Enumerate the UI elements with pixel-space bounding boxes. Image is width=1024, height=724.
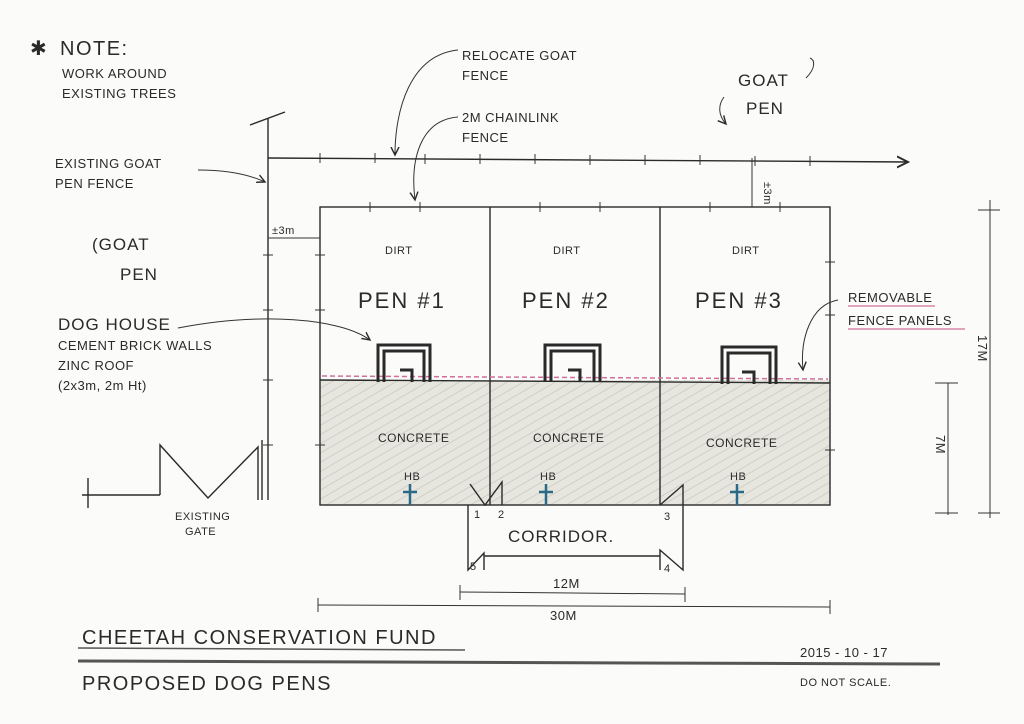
gate-number-1: 1 (474, 509, 481, 521)
corridor (467, 479, 684, 572)
dog-house-label: DOG HOUSE (58, 315, 171, 334)
removable-panels-label-2: FENCE PANELS (848, 313, 952, 328)
pen-2-concrete: CONCRETE (533, 431, 604, 445)
removable-panels-label: REMOVABLE (848, 290, 932, 305)
pen-2-hose-bib: HB (540, 471, 556, 483)
pen-1-hose-bib: HB (404, 471, 420, 483)
goat-pen-label-left: (GOAT (92, 235, 150, 254)
note-line-2: EXISTING TREES (62, 86, 176, 101)
dog-house-1 (376, 343, 432, 382)
gate-number-2: 2 (498, 509, 505, 521)
relocate-fence-label-2: FENCE (462, 68, 509, 83)
dog-house-2 (543, 343, 602, 382)
gate-number-3: 3 (664, 511, 671, 523)
drawing-subtitle: PROPOSED DOG PENS (82, 673, 332, 695)
note-line-1: WORK AROUND (62, 66, 167, 81)
pen-2-dirt: DIRT (553, 245, 580, 257)
project-title: CHEETAH CONSERVATION FUND (82, 627, 437, 649)
dog-house-3 (720, 345, 778, 384)
pen-1-concrete: CONCRETE (378, 431, 449, 445)
pen-3-dirt: DIRT (732, 245, 759, 257)
total-width-dim: 30M (550, 608, 577, 623)
leader-arrows (177, 49, 839, 370)
goat-pen-label-left-2: PEN (120, 265, 158, 284)
pen-2-name: PEN #2 (522, 288, 610, 313)
dog-house-size: (2x3m, 2m Ht) (58, 378, 147, 393)
concrete-area (320, 380, 830, 505)
pen-enclosure (315, 202, 835, 506)
existing-goat-fence (249, 111, 908, 500)
title-underline (77, 659, 941, 666)
gate-number-4: 4 (664, 563, 671, 575)
corridor-label: CORRIDOR. (508, 527, 614, 546)
pen-1-dirt: DIRT (385, 245, 412, 257)
offset-top-dim: ±3m (761, 182, 773, 205)
pen-3-hose-bib: HB (730, 471, 746, 483)
chainlink-fence-label-2: FENCE (462, 130, 509, 145)
pen-3-concrete: CONCRETE (706, 436, 777, 450)
existing-gate-label: EXISTING (175, 511, 230, 523)
dimension-lines (268, 158, 1000, 614)
existing-gate (82, 443, 259, 508)
concrete-depth-dim: 7M (933, 435, 948, 454)
existing-fence-label: EXISTING GOAT (55, 156, 162, 171)
pen-1-name: PEN #1 (358, 288, 446, 313)
dog-house-roof: ZINC ROOF (58, 358, 134, 373)
total-depth-dim: 17M (975, 335, 990, 362)
note-title: NOTE: (60, 38, 129, 60)
existing-fence-label-2: PEN FENCE (55, 176, 134, 191)
existing-gate-label-2: GATE (185, 526, 216, 538)
pen-3-name: PEN #3 (695, 288, 783, 313)
relocate-fence-label: RELOCATE GOAT (462, 48, 577, 63)
chainlink-fence-label: 2M CHAINLINK (462, 110, 559, 125)
goat-pen-label-right: GOAT (738, 71, 789, 90)
hose-bib-markers (403, 484, 744, 505)
asterisk-icon: ✱ (30, 38, 48, 60)
gate-number-5: 5 (470, 561, 477, 573)
title-bottom-line (77, 647, 466, 651)
scale-note: DO NOT SCALE. (800, 677, 891, 689)
corridor-width-dim: 12M (553, 576, 580, 591)
goat-pen-label-right-2: PEN (746, 99, 784, 118)
drawing-date: 2015 - 10 - 17 (800, 645, 888, 660)
dog-house-walls: CEMENT BRICK WALLS (58, 338, 212, 353)
offset-left-dim: ±3m (272, 225, 295, 237)
